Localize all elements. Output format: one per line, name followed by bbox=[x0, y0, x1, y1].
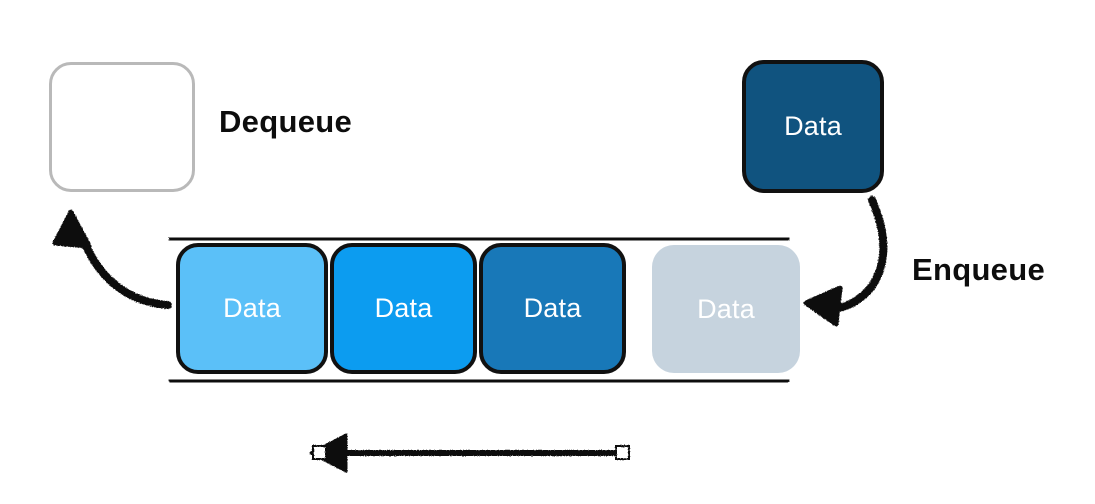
queue-rail-bottom bbox=[168, 376, 790, 384]
dequeued-data-box[interactable]: Data bbox=[49, 62, 195, 192]
enqueue-label: Enqueue bbox=[912, 252, 1046, 287]
enqueue-arrow bbox=[803, 196, 888, 327]
incoming-data-label: Data bbox=[784, 111, 842, 141]
queue-slot-1-label: Data bbox=[223, 293, 281, 323]
queue-rail-top bbox=[168, 234, 790, 242]
queue-slot-3-label: Data bbox=[523, 293, 582, 323]
dequeue-arrow bbox=[52, 209, 172, 309]
queue-slot-2[interactable]: Data bbox=[330, 243, 477, 374]
queue-slot-4[interactable]: Data bbox=[652, 245, 800, 373]
queue-slot-1[interactable]: Data bbox=[176, 243, 328, 374]
dequeued-data-label: Data bbox=[93, 111, 151, 142]
queue-slot-2-label: Data bbox=[374, 293, 433, 323]
incoming-data-box[interactable]: Data bbox=[742, 60, 884, 193]
queue-direction-arrow bbox=[309, 433, 630, 473]
queue-slot-3[interactable]: Data bbox=[479, 243, 626, 374]
dequeue-label: Dequeue bbox=[219, 104, 353, 139]
queue-slot-4-label: Data bbox=[697, 293, 755, 324]
